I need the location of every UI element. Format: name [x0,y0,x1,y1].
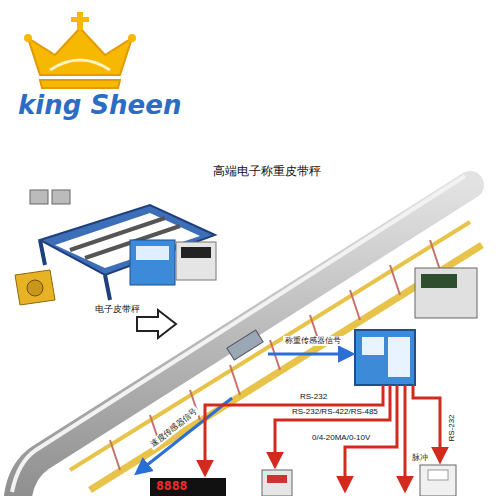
signal-arrow [137,398,232,473]
port-label: RS-232/RS-422/RS-485 [290,407,380,417]
product-label: 电子皮带秤 [95,304,140,315]
port-label: RS-232 [447,412,457,443]
printer [420,465,456,496]
display-digits: 8888 [156,479,187,493]
port-label: 脉冲 [410,453,430,463]
conveyor-belt [12,176,482,496]
crown-logo [24,12,136,88]
port-label: 0/4-20MA/0-10V [310,433,372,443]
brand-name: king Sheen [18,90,181,121]
signal-arrow [268,353,352,356]
port-label: RS-232 [298,392,329,402]
display-panel [150,478,226,496]
controller [355,268,477,385]
hollow-arrow [137,310,176,338]
meter-device [262,470,292,496]
signal-label: 称重传感器信号 [283,336,343,346]
output-wires [205,385,440,490]
title: 高端电子称重皮带秤 [213,164,321,178]
belt-scale-illustration [15,190,216,305]
